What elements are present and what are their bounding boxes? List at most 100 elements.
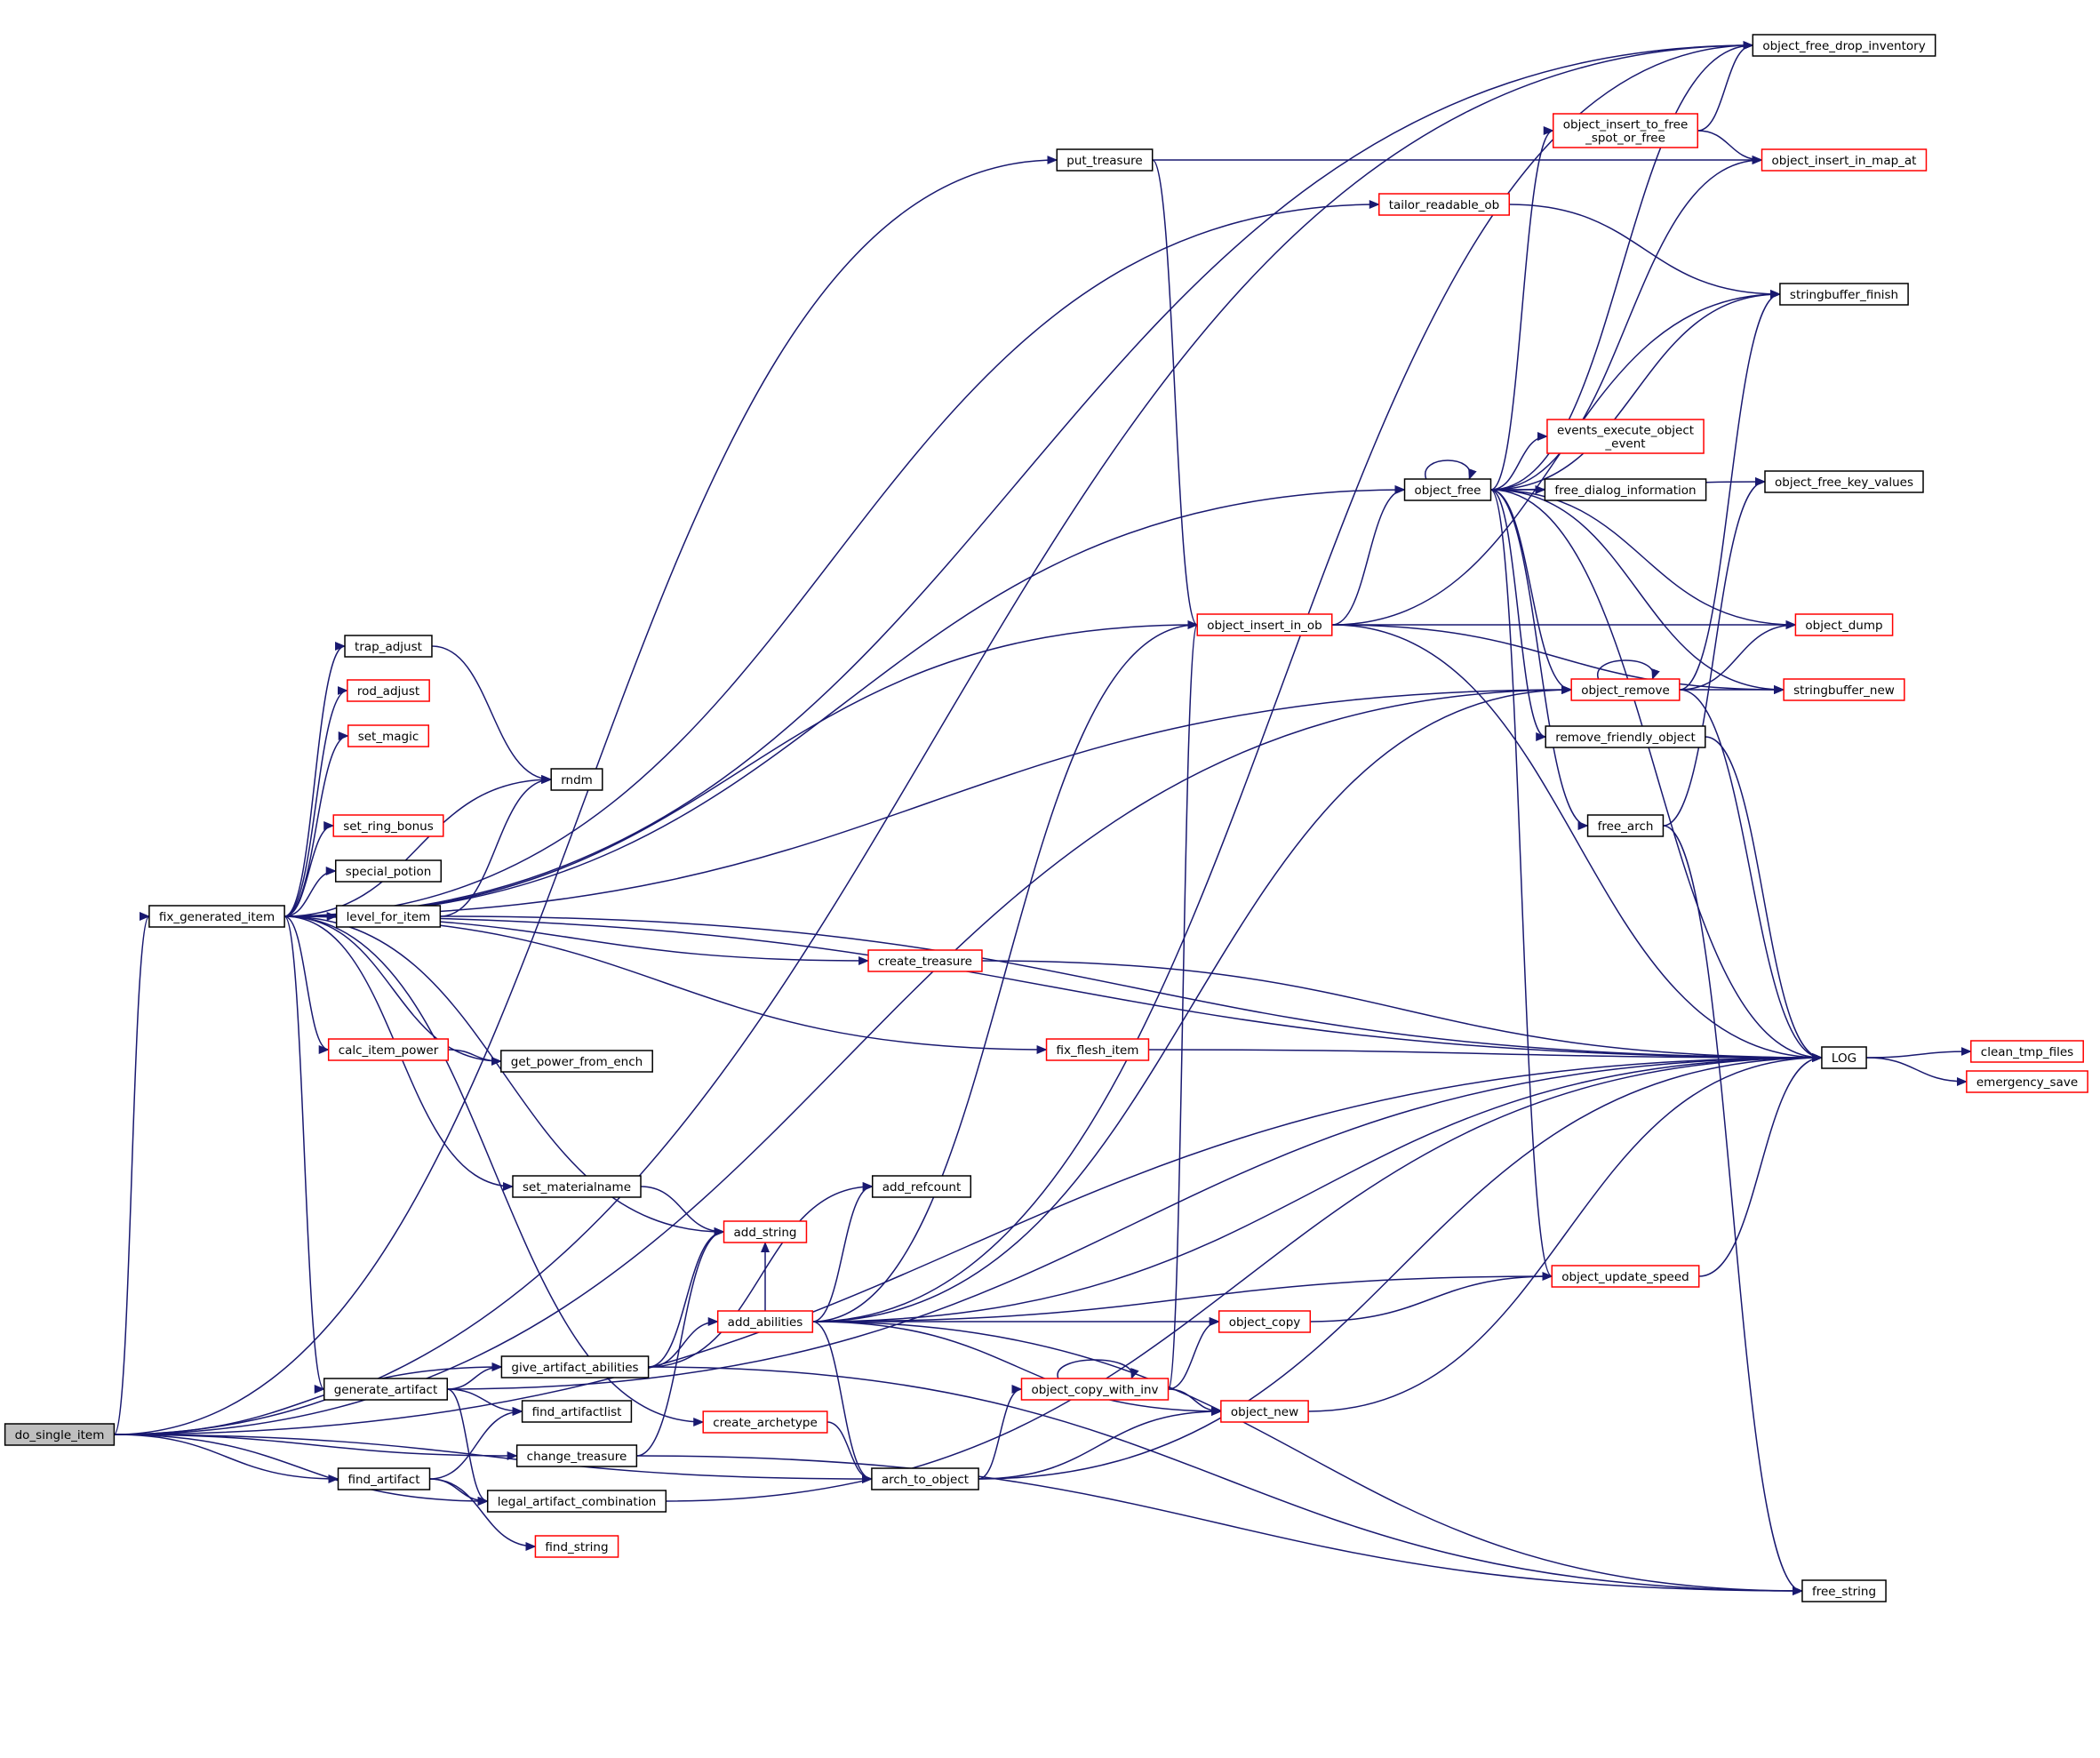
node-object-new[interactable]: object_new bbox=[1220, 1400, 1309, 1423]
node-special-potion[interactable]: special_potion bbox=[334, 859, 443, 883]
node-label: find_string bbox=[545, 1540, 608, 1554]
node-object-insert-in-map-at[interactable]: object_insert_in_map_at bbox=[1761, 148, 1928, 172]
node-label: legal_artifact_combination bbox=[498, 1495, 657, 1509]
node-box bbox=[500, 1050, 653, 1073]
node-label: object_insert_in_map_at bbox=[1772, 154, 1917, 168]
node-rod-adjust[interactable]: rod_adjust bbox=[347, 679, 430, 702]
call-edge bbox=[447, 1388, 523, 1416]
node-level-for-item[interactable]: level_for_item bbox=[335, 905, 442, 928]
node-arch-to-object[interactable]: arch_to_object bbox=[871, 1467, 979, 1490]
call-edge bbox=[447, 1362, 503, 1390]
call-edge bbox=[641, 1186, 725, 1236]
call-edge bbox=[1698, 1053, 1823, 1277]
call-edge bbox=[1490, 126, 1554, 491]
node-free-arch[interactable]: free_arch bbox=[1586, 814, 1665, 837]
call-edge bbox=[114, 1053, 1823, 1435]
node-box bbox=[1551, 1265, 1700, 1288]
node-find-artifactlist[interactable]: find_artifactlist bbox=[521, 1400, 633, 1423]
call-edge bbox=[978, 1053, 1823, 1480]
node-box bbox=[486, 1490, 667, 1513]
node-set-ring-bonus[interactable]: set_ring_bonus bbox=[332, 814, 444, 837]
call-edge bbox=[284, 915, 705, 1426]
node-tailor-readable-ob[interactable]: tailor_readable_ob bbox=[1377, 193, 1511, 216]
node-add-abilities[interactable]: add_abilities bbox=[716, 1310, 814, 1333]
call-edge bbox=[1490, 432, 1548, 491]
node-object-dump[interactable]: object_dump bbox=[1794, 613, 1894, 636]
node-get-power-from-ench[interactable]: get_power_from_ench bbox=[500, 1050, 653, 1073]
node-label: create_archetype bbox=[713, 1416, 818, 1430]
call-edge bbox=[1331, 624, 1823, 1062]
node-legal-artifact-combination[interactable]: legal_artifact_combination bbox=[486, 1490, 667, 1513]
node-fix-flesh-item[interactable]: fix_flesh_item bbox=[1045, 1038, 1150, 1061]
call-edge bbox=[284, 620, 1199, 917]
node-change-treasure[interactable]: change_treasure bbox=[515, 1444, 638, 1467]
node-object-insert-in-ob[interactable]: object_insert_in_ob bbox=[1196, 613, 1333, 636]
node-put-treasure[interactable]: put_treasure bbox=[1056, 148, 1154, 172]
node-LOG[interactable]: LOG bbox=[1821, 1046, 1867, 1069]
node-remove-friendly-object[interactable]: remove_friendly_object bbox=[1545, 725, 1706, 748]
call-edge bbox=[447, 1053, 1823, 1390]
node-object-free-key-values[interactable]: object_free_key_values bbox=[1764, 470, 1924, 493]
call-edge bbox=[1148, 1049, 1823, 1062]
node-generate-artifact[interactable]: generate_artifact bbox=[323, 1378, 449, 1401]
call-edge bbox=[1597, 659, 1660, 680]
node-find-string[interactable]: find_string bbox=[534, 1535, 619, 1558]
node-label: object_dump bbox=[1805, 619, 1882, 633]
node-object-free-drop-inventory[interactable]: object_free_drop_inventory bbox=[1752, 34, 1936, 57]
node-calc-item-power[interactable]: calc_item_power bbox=[327, 1038, 450, 1061]
node-object-copy[interactable]: object_copy bbox=[1218, 1310, 1312, 1333]
node-stringbuffer-finish[interactable]: stringbuffer_finish bbox=[1779, 283, 1909, 306]
node-label: find_artifactlist bbox=[532, 1405, 622, 1419]
call-edge bbox=[1679, 290, 1781, 691]
call-edge bbox=[1310, 1272, 1553, 1322]
call-edge bbox=[1866, 1057, 1968, 1086]
node-box bbox=[1970, 1040, 2084, 1063]
node-give-artifact-abilities[interactable]: give_artifact_abilities bbox=[500, 1355, 650, 1378]
node-object-remove[interactable]: object_remove bbox=[1570, 678, 1681, 701]
call-edge bbox=[284, 775, 553, 917]
node-trap-adjust[interactable]: trap_adjust bbox=[344, 635, 433, 658]
call-edge bbox=[284, 685, 1573, 917]
node-free-string[interactable]: free_string bbox=[1801, 1579, 1887, 1602]
call-edge bbox=[448, 1049, 502, 1066]
node-add-refcount[interactable]: add_refcount bbox=[871, 1175, 972, 1198]
node-box bbox=[327, 1038, 450, 1061]
node-label: emergency_save bbox=[1976, 1075, 2078, 1090]
node-box bbox=[323, 1378, 449, 1401]
node-set-materialname[interactable]: set_materialname bbox=[512, 1175, 642, 1198]
node-set-magic[interactable]: set_magic bbox=[347, 724, 430, 747]
node-object-free[interactable]: object_free bbox=[1403, 478, 1492, 501]
node-label: free_string bbox=[1812, 1585, 1876, 1599]
node-label: object_copy_with_inv bbox=[1031, 1383, 1158, 1397]
node-object-insert-to-free-spot-or-free[interactable]: object_insert_to_free_spot_or_free bbox=[1552, 113, 1699, 148]
node-stringbuffer-new[interactable]: stringbuffer_new bbox=[1783, 678, 1905, 701]
node-clean-tmp-files[interactable]: clean_tmp_files bbox=[1970, 1040, 2084, 1063]
node-add-string[interactable]: add_string bbox=[723, 1220, 808, 1243]
node-fix-generated-item[interactable]: fix_generated_item bbox=[148, 905, 285, 928]
node-label: generate_artifact bbox=[334, 1383, 438, 1397]
node-label: clean_tmp_files bbox=[1981, 1045, 2073, 1059]
node-object-copy-with-inv[interactable]: object_copy_with_inv bbox=[1020, 1378, 1170, 1401]
call-edge bbox=[114, 1434, 873, 1483]
node-label: object_free_key_values bbox=[1775, 475, 1913, 490]
node-find-artifact[interactable]: find_artifact bbox=[337, 1467, 431, 1490]
node-box bbox=[1403, 478, 1492, 501]
call-edge bbox=[1663, 825, 1803, 1595]
node-create-archetype[interactable]: create_archetype bbox=[702, 1410, 828, 1434]
node-label: set_materialname bbox=[523, 1180, 631, 1195]
node-rndm[interactable]: rndm bbox=[550, 768, 603, 791]
node-do-single-item[interactable]: do_single_item bbox=[4, 1423, 116, 1446]
node-label: object_update_speed bbox=[1561, 1270, 1689, 1284]
node-free-dialog-information[interactable]: free_dialog_information bbox=[1544, 478, 1707, 501]
call-edge bbox=[283, 686, 348, 917]
node-create-treasure[interactable]: create_treasure bbox=[867, 949, 983, 972]
call-edge bbox=[648, 1366, 1803, 1595]
node-box bbox=[1752, 34, 1936, 57]
node-emergency-save[interactable]: emergency_save bbox=[1966, 1070, 2088, 1093]
node-box bbox=[347, 679, 430, 702]
node-label: object_free_drop_inventory bbox=[1762, 39, 1925, 53]
node-events-execute-object-event[interactable]: events_execute_object_event bbox=[1546, 419, 1705, 454]
edge-layer bbox=[113, 41, 1972, 1595]
node-box bbox=[344, 635, 433, 658]
node-object-update-speed[interactable]: object_update_speed bbox=[1551, 1265, 1700, 1288]
